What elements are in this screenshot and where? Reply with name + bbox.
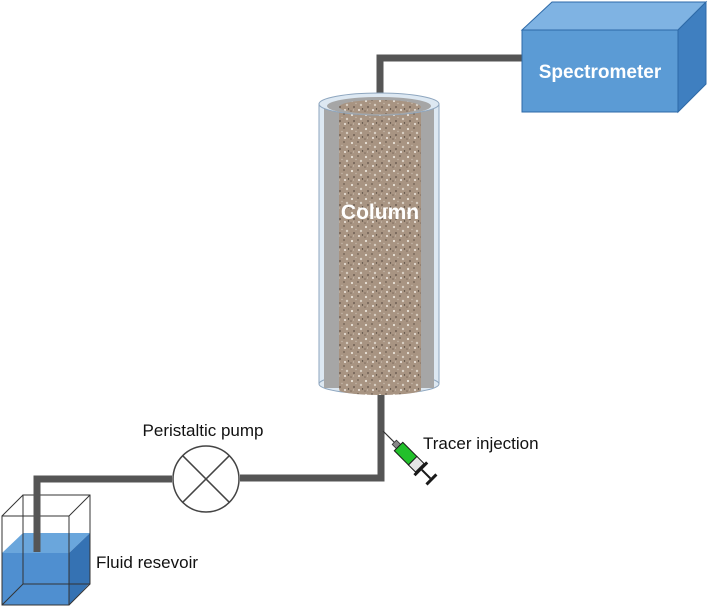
tubing — [33, 54, 524, 552]
syringe-icon — [382, 430, 438, 486]
column-packing-top — [339, 100, 421, 114]
fluid-reservoir-label: Fluid resevoir — [96, 553, 198, 572]
reservoir-box-outline — [1, 494, 91, 606]
column: Column — [318, 92, 440, 395]
reservoir-fluid-top — [2, 533, 90, 553]
spectrometer-front-face — [521, 29, 679, 113]
spectrometer: Spectrometer — [520, 0, 708, 114]
tube-column-to-spectrometer — [376, 54, 524, 98]
tracer-injection-label: Tracer injection — [423, 434, 539, 453]
column-packing-bottom — [339, 385, 421, 395]
column-wall-left — [324, 104, 340, 388]
reservoir-fluid-front — [2, 553, 69, 605]
fluid-reservoir — [1, 479, 91, 606]
column-wall-right — [420, 104, 434, 388]
reservoir-fluid-side — [69, 533, 90, 605]
column-label: Column — [341, 201, 419, 224]
column-packing — [339, 108, 421, 390]
tube-pump-to-column — [240, 390, 385, 482]
spectrometer-top-face — [520, 1, 708, 31]
spectrometer-label: Spectrometer — [539, 62, 662, 83]
peristaltic-pump: Peristaltic pump — [143, 421, 264, 513]
pump-label: Peristaltic pump — [143, 421, 264, 440]
